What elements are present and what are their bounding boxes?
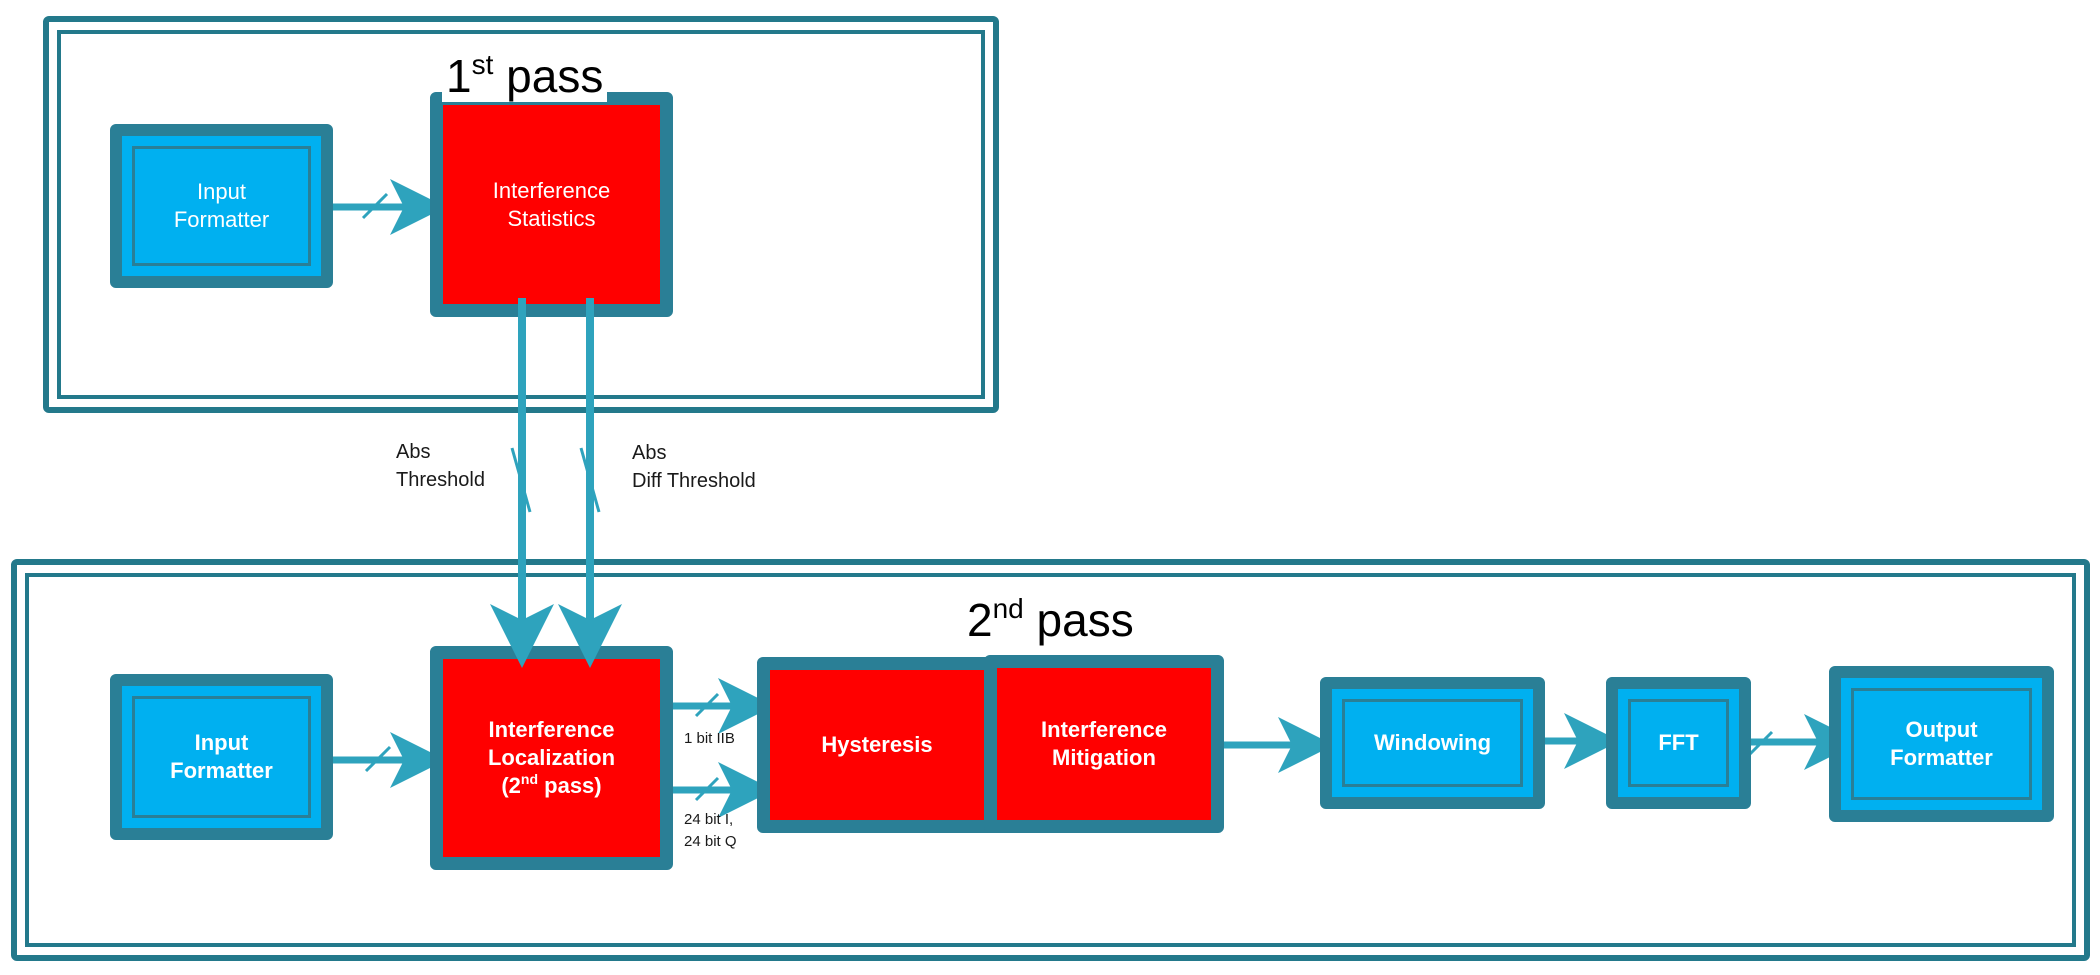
- one-bit-iib-label: 1 bit IIB: [684, 730, 735, 747]
- input-formatter-2nd-block: Input Formatter: [110, 674, 333, 840]
- input-formatter-1st-block: Input Formatter: [110, 124, 333, 288]
- interference-mitigation-label: Interference Mitigation: [1041, 717, 1167, 770]
- iq-bits-label: 24 bit I, 24 bit Q: [684, 811, 737, 850]
- bus-slash-if2: [364, 745, 392, 773]
- bus-slash-fft: [1748, 730, 1774, 756]
- abs-threshold-label: Abs Threshold: [396, 441, 485, 491]
- bus-slash-iib: [694, 692, 720, 718]
- bus-slash-if1: [361, 192, 389, 220]
- fft-label: FFT: [1658, 730, 1699, 755]
- abs-diff-threshold-label: Abs Diff Threshold: [632, 442, 756, 492]
- bus-slash-iq: [694, 776, 720, 802]
- first-pass-title: 1st pass: [442, 50, 608, 102]
- output-formatter-block: Output Formatter: [1829, 666, 2054, 822]
- interference-statistics-block: Interference Statistics: [430, 92, 673, 317]
- windowing-label: Windowing: [1373, 730, 1492, 755]
- input-formatter-2nd-label: Input Formatter: [170, 730, 273, 783]
- input-formatter-1st-label: Input Formatter: [173, 179, 270, 232]
- interference-mitigation-block: Interference Mitigation: [984, 655, 1224, 833]
- interference-statistics-label: Interference Statistics: [492, 177, 611, 231]
- output-formatter-label: Output Formatter: [1890, 717, 1993, 770]
- windowing-block: Windowing: [1320, 677, 1545, 809]
- hysteresis-label: Hysteresis: [821, 732, 933, 757]
- fft-block: FFT: [1606, 677, 1751, 809]
- hysteresis-block: Hysteresis: [757, 657, 997, 833]
- second-pass-title: 2nd pass: [963, 594, 1138, 646]
